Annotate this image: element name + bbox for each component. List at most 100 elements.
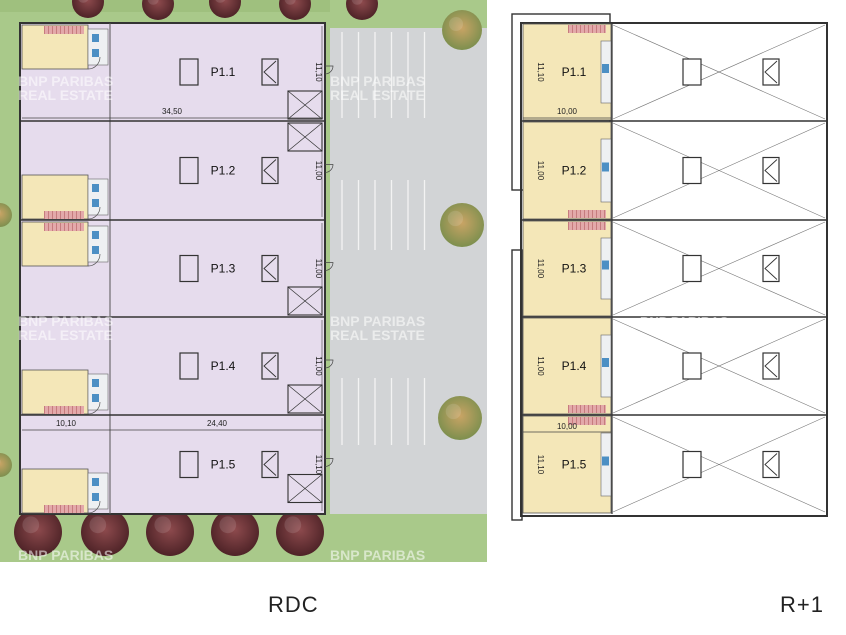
smoke-vent [261,58,279,86]
upper-unit-p1-4: P1.411,00 [521,316,827,415]
stair [568,210,606,218]
watermark-line2: REAL ESTATE [330,87,425,103]
tree [142,0,174,20]
unit-depth: 11,00 [536,356,545,376]
tree [81,508,129,556]
svg-text:10,10: 10,10 [56,419,77,428]
smoke-vent [762,352,780,380]
tree [0,203,12,227]
smoke-vent-mark [263,159,277,182]
door-arc [87,253,101,267]
building-footprint [19,22,326,515]
skylight [682,58,702,86]
unit-depth: 11,10 [536,455,545,475]
stair [568,405,606,413]
tree [146,508,194,556]
smoke-vent-mark [263,60,277,84]
office-floor [522,317,612,415]
wc-icon [602,260,609,270]
tree [438,396,482,440]
svg-text:34,50: 34,50 [162,107,183,116]
skylight [682,156,702,185]
smoke-vent [261,254,279,283]
stair-tower-mid [511,249,523,521]
office-floor [522,121,612,220]
door-arc [324,458,334,467]
dimension-total-width: 34,50 [22,107,323,119]
tree [442,10,482,50]
upper-floor-label: R+1 [780,592,824,617]
door-arc [87,401,101,415]
unit-depth: 11,00 [536,161,545,181]
stair [44,26,84,34]
smoke-vent-mark [764,354,778,378]
smoke-vent [762,58,780,86]
unit-label: P1.2 [211,164,236,178]
upper-unit-p1-1: P1.111,10 [522,23,826,121]
smoke-vent-mark [263,257,277,280]
watermark-line1: BNP PARIBAS [640,314,729,329]
tree [0,453,12,477]
watermark-line2: REAL ESTATE [18,87,113,103]
trees [0,0,484,556]
watermark-group: BNP PARIBAS REAL ESTATE BNP PARIBAS REAL… [18,73,425,563]
smoke-vent [261,352,279,380]
watermark-line1: BNP PARIBAS [18,73,113,89]
door-arc [324,359,334,369]
skylight [682,352,702,380]
unit-p1-2: P1.2 11,00 [20,120,334,220]
watermark-group-upper: BNP PARIBAS [640,314,729,329]
tree [14,508,62,556]
wc-icon [602,456,609,466]
stair [44,211,84,219]
skylight [682,254,702,283]
smoke-vent-mark [263,354,277,378]
wc-icon [92,379,99,387]
unit-label: P1.4 [211,359,236,373]
watermark-line2: REAL ESTATE [330,327,425,343]
unit-label: P1.1 [211,65,236,79]
smoke-vent-mark [764,159,778,182]
door-arc [324,262,334,271]
unit-label: P1.3 [211,262,236,276]
void-cross [612,416,826,513]
smoke-vent [762,254,780,283]
stair [44,505,84,513]
loading-dock [287,473,323,504]
wc-icon [92,478,99,486]
wc-icon [92,493,99,501]
wc-icon [92,34,99,42]
loading-dock [287,122,323,152]
smoke-vent-mark [263,453,277,476]
upper-floor-plan: P1.111,10P1.211,00P1.311,00P1.411,00P1.5… [511,13,828,521]
smoke-vent [762,450,780,479]
void-cross [612,221,826,316]
svg-text:10,00: 10,00 [557,107,578,116]
tree [209,0,241,18]
unit-depth: 11,10 [314,62,323,82]
unit-depth: 11,00 [314,161,323,181]
door-arc [324,65,334,75]
skylight [179,352,199,380]
tree [279,0,311,20]
wc-icon [92,49,99,57]
unit-label: P1.1 [562,65,587,79]
office-floor [522,23,612,121]
wc-icon [92,394,99,402]
loading-dock [287,286,323,316]
unit-p1-1: P1.1 11,10 [21,24,334,120]
tree [440,203,484,247]
wc-icon [92,184,99,192]
stair [568,25,606,33]
door-arc [87,206,101,220]
void-cross [612,318,826,414]
void-cross [612,24,826,120]
unit-depth: 11,10 [314,455,323,475]
smoke-vent-mark [764,60,778,84]
watermark-line1: BNP PARIBAS [18,313,113,329]
